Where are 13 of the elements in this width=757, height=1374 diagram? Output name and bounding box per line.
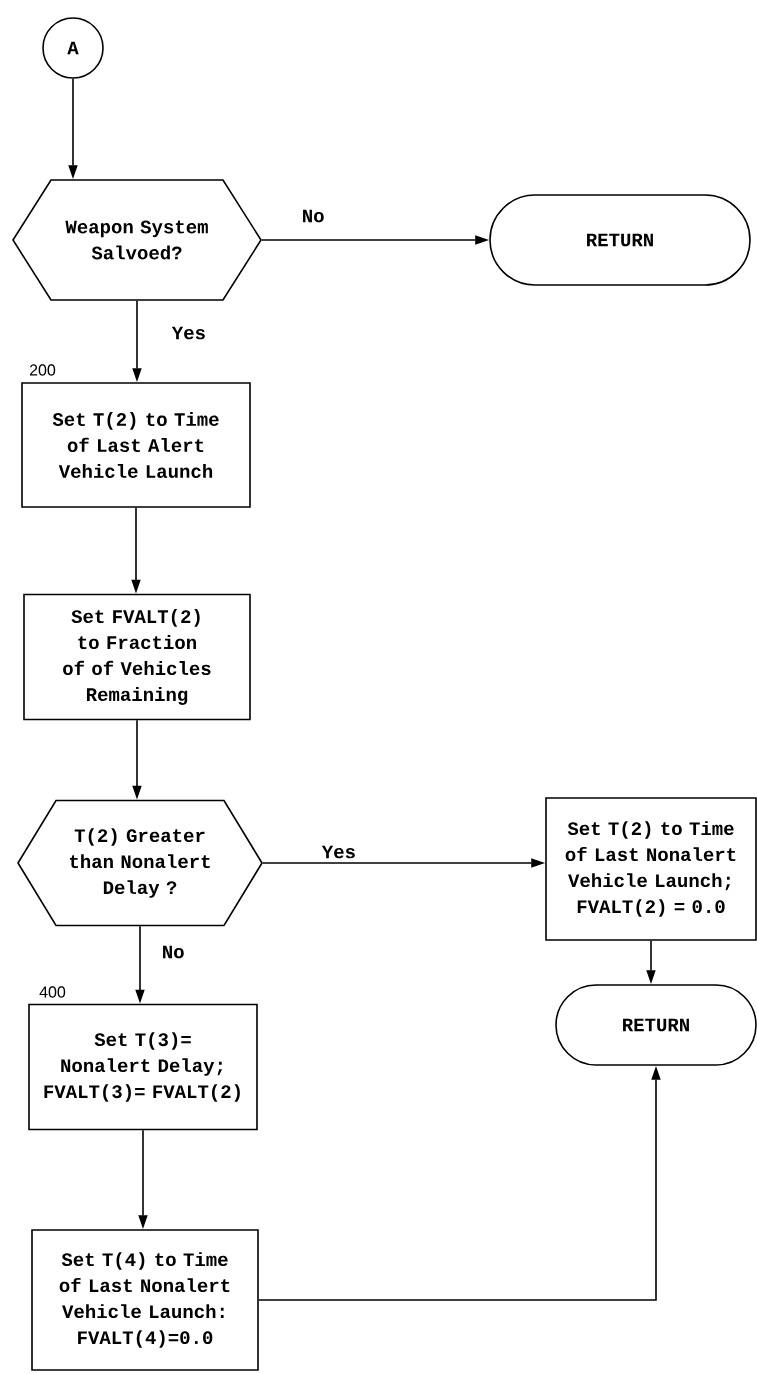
- step-number: 200: [29, 364, 56, 376]
- process-box: Set T(4) to Time of Last Nonalert Vehicle Launch: FVALT(4)=0.0: [31, 1229, 259, 1371]
- process-box: Set FVALT(2) to Fraction of of Vehicles Remaining: [23, 593, 251, 721]
- decision-hexagon: T(2) Greater than Nonalert Delay ?: [17, 799, 263, 927]
- process-box: Set T(2) to Time of Last Nonalert Vehicle Launch; FVALT(2) = 0.0: [545, 797, 757, 941]
- edge-label: Yes: [170, 325, 207, 341]
- edge-label: No: [300, 208, 326, 224]
- process-box: Set T(3)= Nonalert Delay; FVALT(3)= FVALT(2): [28, 1003, 258, 1131]
- edge-label: No: [160, 944, 186, 960]
- decision-hexagon: Weapon System Salvoed?: [12, 179, 262, 301]
- edge-label: Yes: [320, 844, 357, 860]
- process-box: Set T(2) to Time of Last Alert Vehicle Launch: [21, 382, 251, 508]
- step-number: 400: [39, 986, 66, 998]
